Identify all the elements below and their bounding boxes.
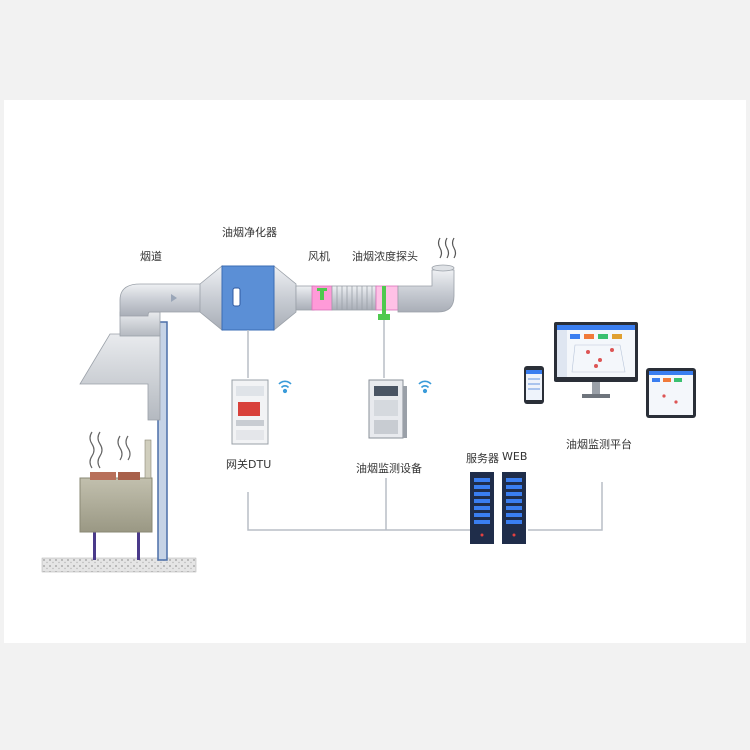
range-hood [79, 333, 161, 421]
server-rack [470, 472, 494, 544]
label-fan: 风机 [308, 250, 330, 263]
phone-icon [524, 366, 544, 404]
label-web: WEB [502, 450, 528, 463]
network-lines [247, 478, 603, 531]
stove-legs [93, 530, 140, 560]
label-probe: 油烟浓度探头 [352, 250, 418, 263]
wall-column [157, 321, 168, 561]
flue-duct [119, 283, 206, 317]
ground [41, 557, 197, 573]
duct-segment [295, 285, 315, 311]
wifi-icon [418, 380, 432, 394]
label-flue: 烟道 [140, 250, 162, 263]
gateway-device [231, 379, 269, 445]
purifier-inlet [199, 265, 223, 331]
server-rack [502, 472, 526, 544]
label-gateway: 网关DTU [226, 458, 272, 471]
label-server: 服务器 [466, 452, 499, 465]
purifier-outlet [273, 265, 297, 331]
exhaust-icon [437, 237, 457, 259]
purifier-window [232, 287, 241, 307]
probe [382, 286, 386, 316]
stove [79, 477, 153, 533]
pans [90, 439, 152, 480]
steam-icon [89, 431, 131, 469]
monitor-device [368, 379, 407, 439]
label-purifier: 油烟净化器 [222, 226, 277, 239]
probe-section [375, 285, 399, 311]
wifi-icon [278, 380, 292, 394]
flexible-duct [331, 285, 377, 311]
outlet-duct [397, 269, 455, 313]
fan-blade-icon [317, 288, 327, 300]
desktop-monitor-icon [554, 322, 638, 398]
purifier-box [221, 265, 275, 331]
label-monitor-device: 油烟监测设备 [356, 462, 422, 475]
tablet-icon [646, 368, 696, 418]
label-platform: 油烟监测平台 [566, 438, 632, 451]
